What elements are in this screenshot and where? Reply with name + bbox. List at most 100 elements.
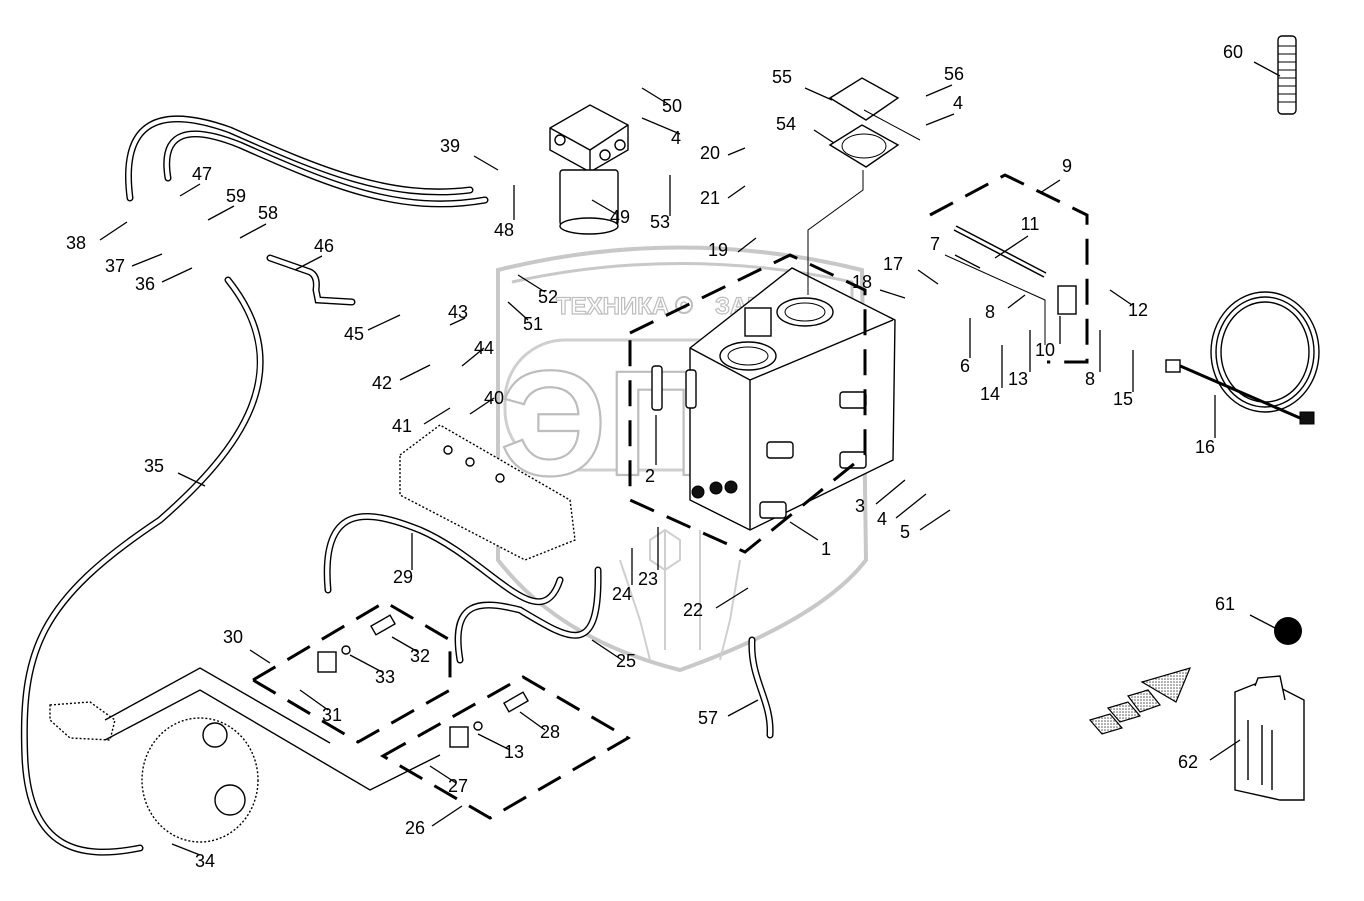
callout-valve-kit[interactable]: 9: [1039, 156, 1072, 194]
callout-washer[interactable]: 4: [877, 493, 927, 529]
callout-label[interactable]: 13: [504, 742, 524, 762]
callout-label[interactable]: 39: [440, 136, 460, 156]
callout-label[interactable]: 62: [1178, 752, 1198, 772]
callout-label[interactable]: 6: [960, 356, 970, 376]
callout-label[interactable]: 59: [226, 186, 246, 206]
callout-label[interactable]: 37: [105, 256, 125, 276]
callout-label[interactable]: 22: [683, 600, 703, 620]
callout-o-ring[interactable]: 27: [429, 765, 468, 796]
callout-label[interactable]: 4: [953, 93, 963, 113]
callout-label[interactable]: 8: [985, 302, 995, 322]
callout-hose[interactable]: 29: [393, 533, 413, 587]
callout-hose[interactable]: 47: [179, 164, 212, 197]
callout-label[interactable]: 57: [698, 708, 718, 728]
callout-adapter[interactable]: 34: [171, 843, 215, 871]
callout-label[interactable]: 10: [1035, 340, 1055, 360]
callout-hose[interactable]: 35: [144, 456, 206, 487]
callout-flange-kit[interactable]: 26: [405, 805, 463, 838]
callout-elbow[interactable]: 45: [344, 314, 401, 344]
callout-o-ring[interactable]: 31: [299, 689, 342, 725]
callout-coiled-tube[interactable]: 16: [1195, 395, 1216, 457]
callout-screw[interactable]: 43: [448, 302, 468, 326]
callout-label[interactable]: 61: [1215, 594, 1235, 614]
callout-nut[interactable]: 14: [980, 345, 1003, 404]
callout-label[interactable]: 16: [1195, 437, 1215, 457]
callout-washer[interactable]: 4: [925, 93, 963, 126]
callout-label[interactable]: 5: [900, 522, 910, 542]
callout-adapter[interactable]: 58: [239, 203, 278, 239]
callout-label[interactable]: 7: [930, 234, 940, 254]
callout-label[interactable]: 8: [1085, 369, 1095, 389]
callout-screw[interactable]: 20: [700, 143, 746, 163]
callout-washer[interactable]: 4: [641, 117, 681, 148]
callout-pressure-switch[interactable]: 51: [507, 301, 543, 334]
callout-label[interactable]: 60: [1223, 42, 1243, 62]
callout-label[interactable]: 1: [821, 539, 831, 559]
callout-label[interactable]: 41: [392, 416, 412, 436]
callout-elbow-fitting[interactable]: 6: [960, 318, 971, 376]
callout-fitting[interactable]: 17: [883, 254, 939, 285]
callout-label[interactable]: 15: [1113, 389, 1133, 409]
callout-label[interactable]: 56: [944, 64, 964, 84]
callout-hydraulic-tank-assembly[interactable]: 1: [789, 521, 831, 559]
callout-label[interactable]: 20: [700, 143, 720, 163]
callout-label[interactable]: 25: [616, 651, 636, 671]
callout-washer[interactable]: 3: [855, 479, 906, 516]
callout-label[interactable]: 33: [375, 667, 395, 687]
callout-label[interactable]: 4: [671, 128, 681, 148]
callout-label[interactable]: 32: [410, 646, 430, 666]
callout-label[interactable]: 44: [474, 338, 494, 358]
callout-label[interactable]: 23: [638, 569, 658, 589]
callout-screw[interactable]: 32: [391, 636, 430, 666]
callout-sealant[interactable]: 61: [1215, 594, 1276, 629]
callout-adapter[interactable]: 36: [135, 267, 193, 294]
callout-label[interactable]: 2: [645, 466, 655, 486]
callout-label[interactable]: 55: [772, 67, 792, 87]
callout-label[interactable]: 49: [610, 207, 630, 227]
callout-hydraulic-oil-canister[interactable]: 62: [1178, 739, 1241, 772]
callout-label[interactable]: 28: [540, 722, 560, 742]
callout-flange[interactable]: 41: [392, 407, 451, 436]
callout-label[interactable]: 17: [883, 254, 903, 274]
callout-label[interactable]: 19: [708, 240, 728, 260]
callout-label[interactable]: 58: [258, 203, 278, 223]
callout-label[interactable]: 47: [192, 164, 212, 184]
callout-label[interactable]: 36: [135, 274, 155, 294]
callout-seal-ring[interactable]: 59: [207, 186, 246, 221]
callout-nut[interactable]: 8: [985, 294, 1026, 322]
callout-seal-ring[interactable]: 18: [852, 272, 906, 299]
callout-label[interactable]: 4: [877, 509, 887, 529]
callout-flange-kit[interactable]: 30: [223, 627, 271, 664]
callout-label[interactable]: 35: [144, 456, 164, 476]
callout-adapter[interactable]: 48: [494, 185, 515, 240]
callout-seal-ring[interactable]: 52: [517, 274, 558, 307]
callout-hose[interactable]: 57: [698, 699, 759, 728]
callout-gasket[interactable]: 54: [776, 114, 835, 144]
callout-label[interactable]: 21: [700, 188, 720, 208]
callout-label[interactable]: 27: [448, 776, 468, 796]
callout-bolt[interactable]: 56: [925, 64, 964, 97]
callout-coupling[interactable]: 15: [1113, 350, 1134, 409]
callout-washer[interactable]: 13: [477, 733, 524, 762]
callout-bolt[interactable]: 5: [900, 509, 951, 542]
callout-label[interactable]: 30: [223, 627, 243, 647]
callout-rod[interactable]: 11: [994, 214, 1039, 259]
callout-label[interactable]: 53: [650, 212, 670, 232]
callout-label[interactable]: 29: [393, 567, 413, 587]
callout-screw[interactable]: 28: [519, 711, 560, 742]
callout-label[interactable]: 26: [405, 818, 425, 838]
callout-fitting[interactable]: 42: [372, 364, 431, 393]
callout-washer[interactable]: 33: [349, 654, 395, 687]
callout-label[interactable]: 43: [448, 302, 468, 322]
callout-screw[interactable]: 12: [1109, 289, 1148, 320]
callout-drain-plug[interactable]: 22: [683, 587, 749, 620]
callout-label[interactable]: 48: [494, 220, 514, 240]
callout-nut[interactable]: 53: [650, 175, 671, 232]
callout-bolt[interactable]: 50: [641, 87, 682, 116]
callout-cover[interactable]: 55: [772, 67, 833, 101]
callout-seal-ring[interactable]: 37: [105, 253, 163, 276]
callout-label[interactable]: 42: [372, 373, 392, 393]
callout-label[interactable]: 38: [66, 233, 86, 253]
callout-label[interactable]: 50: [662, 96, 682, 116]
callout-washer[interactable]: 21: [700, 185, 746, 208]
